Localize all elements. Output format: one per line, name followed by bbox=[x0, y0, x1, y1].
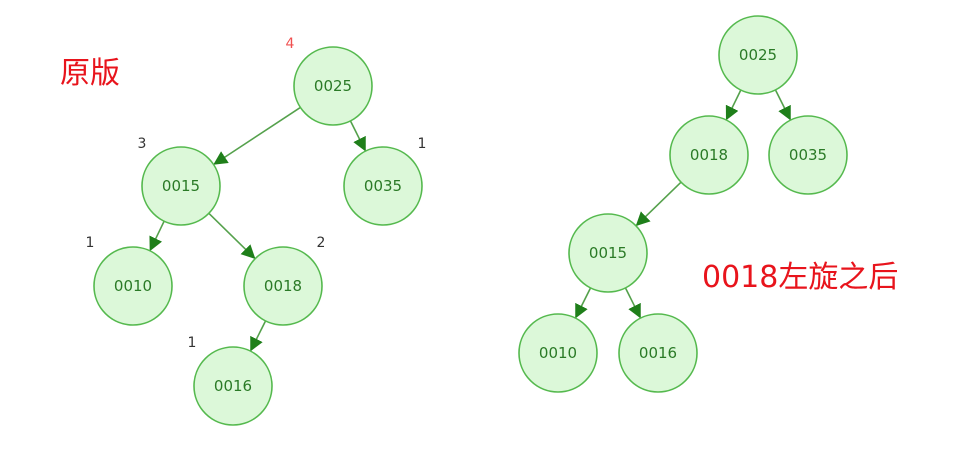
node-label: 0025 bbox=[314, 77, 352, 95]
node-label: 0015 bbox=[589, 244, 627, 262]
node-circle bbox=[343, 146, 423, 226]
tree-edge bbox=[624, 287, 641, 319]
tree-edge bbox=[149, 220, 165, 252]
tree-node: 0016 bbox=[193, 346, 273, 426]
node-circle bbox=[568, 213, 648, 293]
node-label: 0016 bbox=[214, 377, 252, 395]
node-circle bbox=[93, 246, 173, 326]
node-circle bbox=[141, 146, 221, 226]
node-label: 0016 bbox=[639, 344, 677, 362]
tree-edge bbox=[208, 212, 256, 259]
tree-node: 0018 bbox=[243, 246, 323, 326]
node-label: 0025 bbox=[739, 46, 777, 64]
tree-edge bbox=[213, 106, 301, 165]
tree-node: 0018 bbox=[669, 115, 749, 195]
node-circle bbox=[618, 313, 698, 393]
node-circle bbox=[718, 15, 798, 95]
tree-node: 0015 bbox=[568, 213, 648, 293]
nodes-layer: 0025 4 0015 3 0035 1 0010 1 0018 2 0016 1 0025 0018 00… bbox=[86, 15, 848, 426]
tree-edge bbox=[774, 89, 791, 121]
node-height-label: 1 bbox=[188, 335, 197, 351]
tree-node: 0010 bbox=[518, 313, 598, 393]
node-label: 0018 bbox=[264, 277, 302, 295]
tree-edge bbox=[575, 287, 592, 319]
original-tree-title: 原版 bbox=[60, 56, 120, 91]
node-label: 0018 bbox=[690, 146, 728, 164]
tree-node: 0010 bbox=[93, 246, 173, 326]
node-height-label: 3 bbox=[138, 136, 147, 152]
node-circle bbox=[293, 46, 373, 126]
edges-layer bbox=[149, 89, 791, 352]
tree-node: 0016 bbox=[618, 313, 698, 393]
tree-edge bbox=[250, 320, 267, 352]
node-height-label: 4 bbox=[286, 36, 295, 52]
tree-edge bbox=[635, 181, 682, 227]
tree-node: 0025 bbox=[293, 46, 373, 126]
node-circle bbox=[768, 115, 848, 195]
tree-node: 0025 bbox=[718, 15, 798, 95]
rotated-tree-title: 0018左旋之后 bbox=[702, 260, 899, 295]
tree-node: 0015 bbox=[141, 146, 221, 226]
tree-edge bbox=[349, 120, 366, 152]
node-circle bbox=[193, 346, 273, 426]
tree-node: 0035 bbox=[343, 146, 423, 226]
tree-node: 0035 bbox=[768, 115, 848, 195]
node-label: 0010 bbox=[539, 344, 577, 362]
node-label: 0010 bbox=[114, 277, 152, 295]
node-label: 0035 bbox=[789, 146, 827, 164]
node-circle bbox=[669, 115, 749, 195]
tree-edge bbox=[725, 89, 742, 121]
node-circle bbox=[518, 313, 598, 393]
node-label: 0035 bbox=[364, 177, 402, 195]
node-height-label: 1 bbox=[418, 136, 427, 152]
node-label: 0015 bbox=[162, 177, 200, 195]
node-circle bbox=[243, 246, 323, 326]
node-height-label: 1 bbox=[86, 235, 95, 251]
node-height-label: 2 bbox=[317, 235, 326, 251]
